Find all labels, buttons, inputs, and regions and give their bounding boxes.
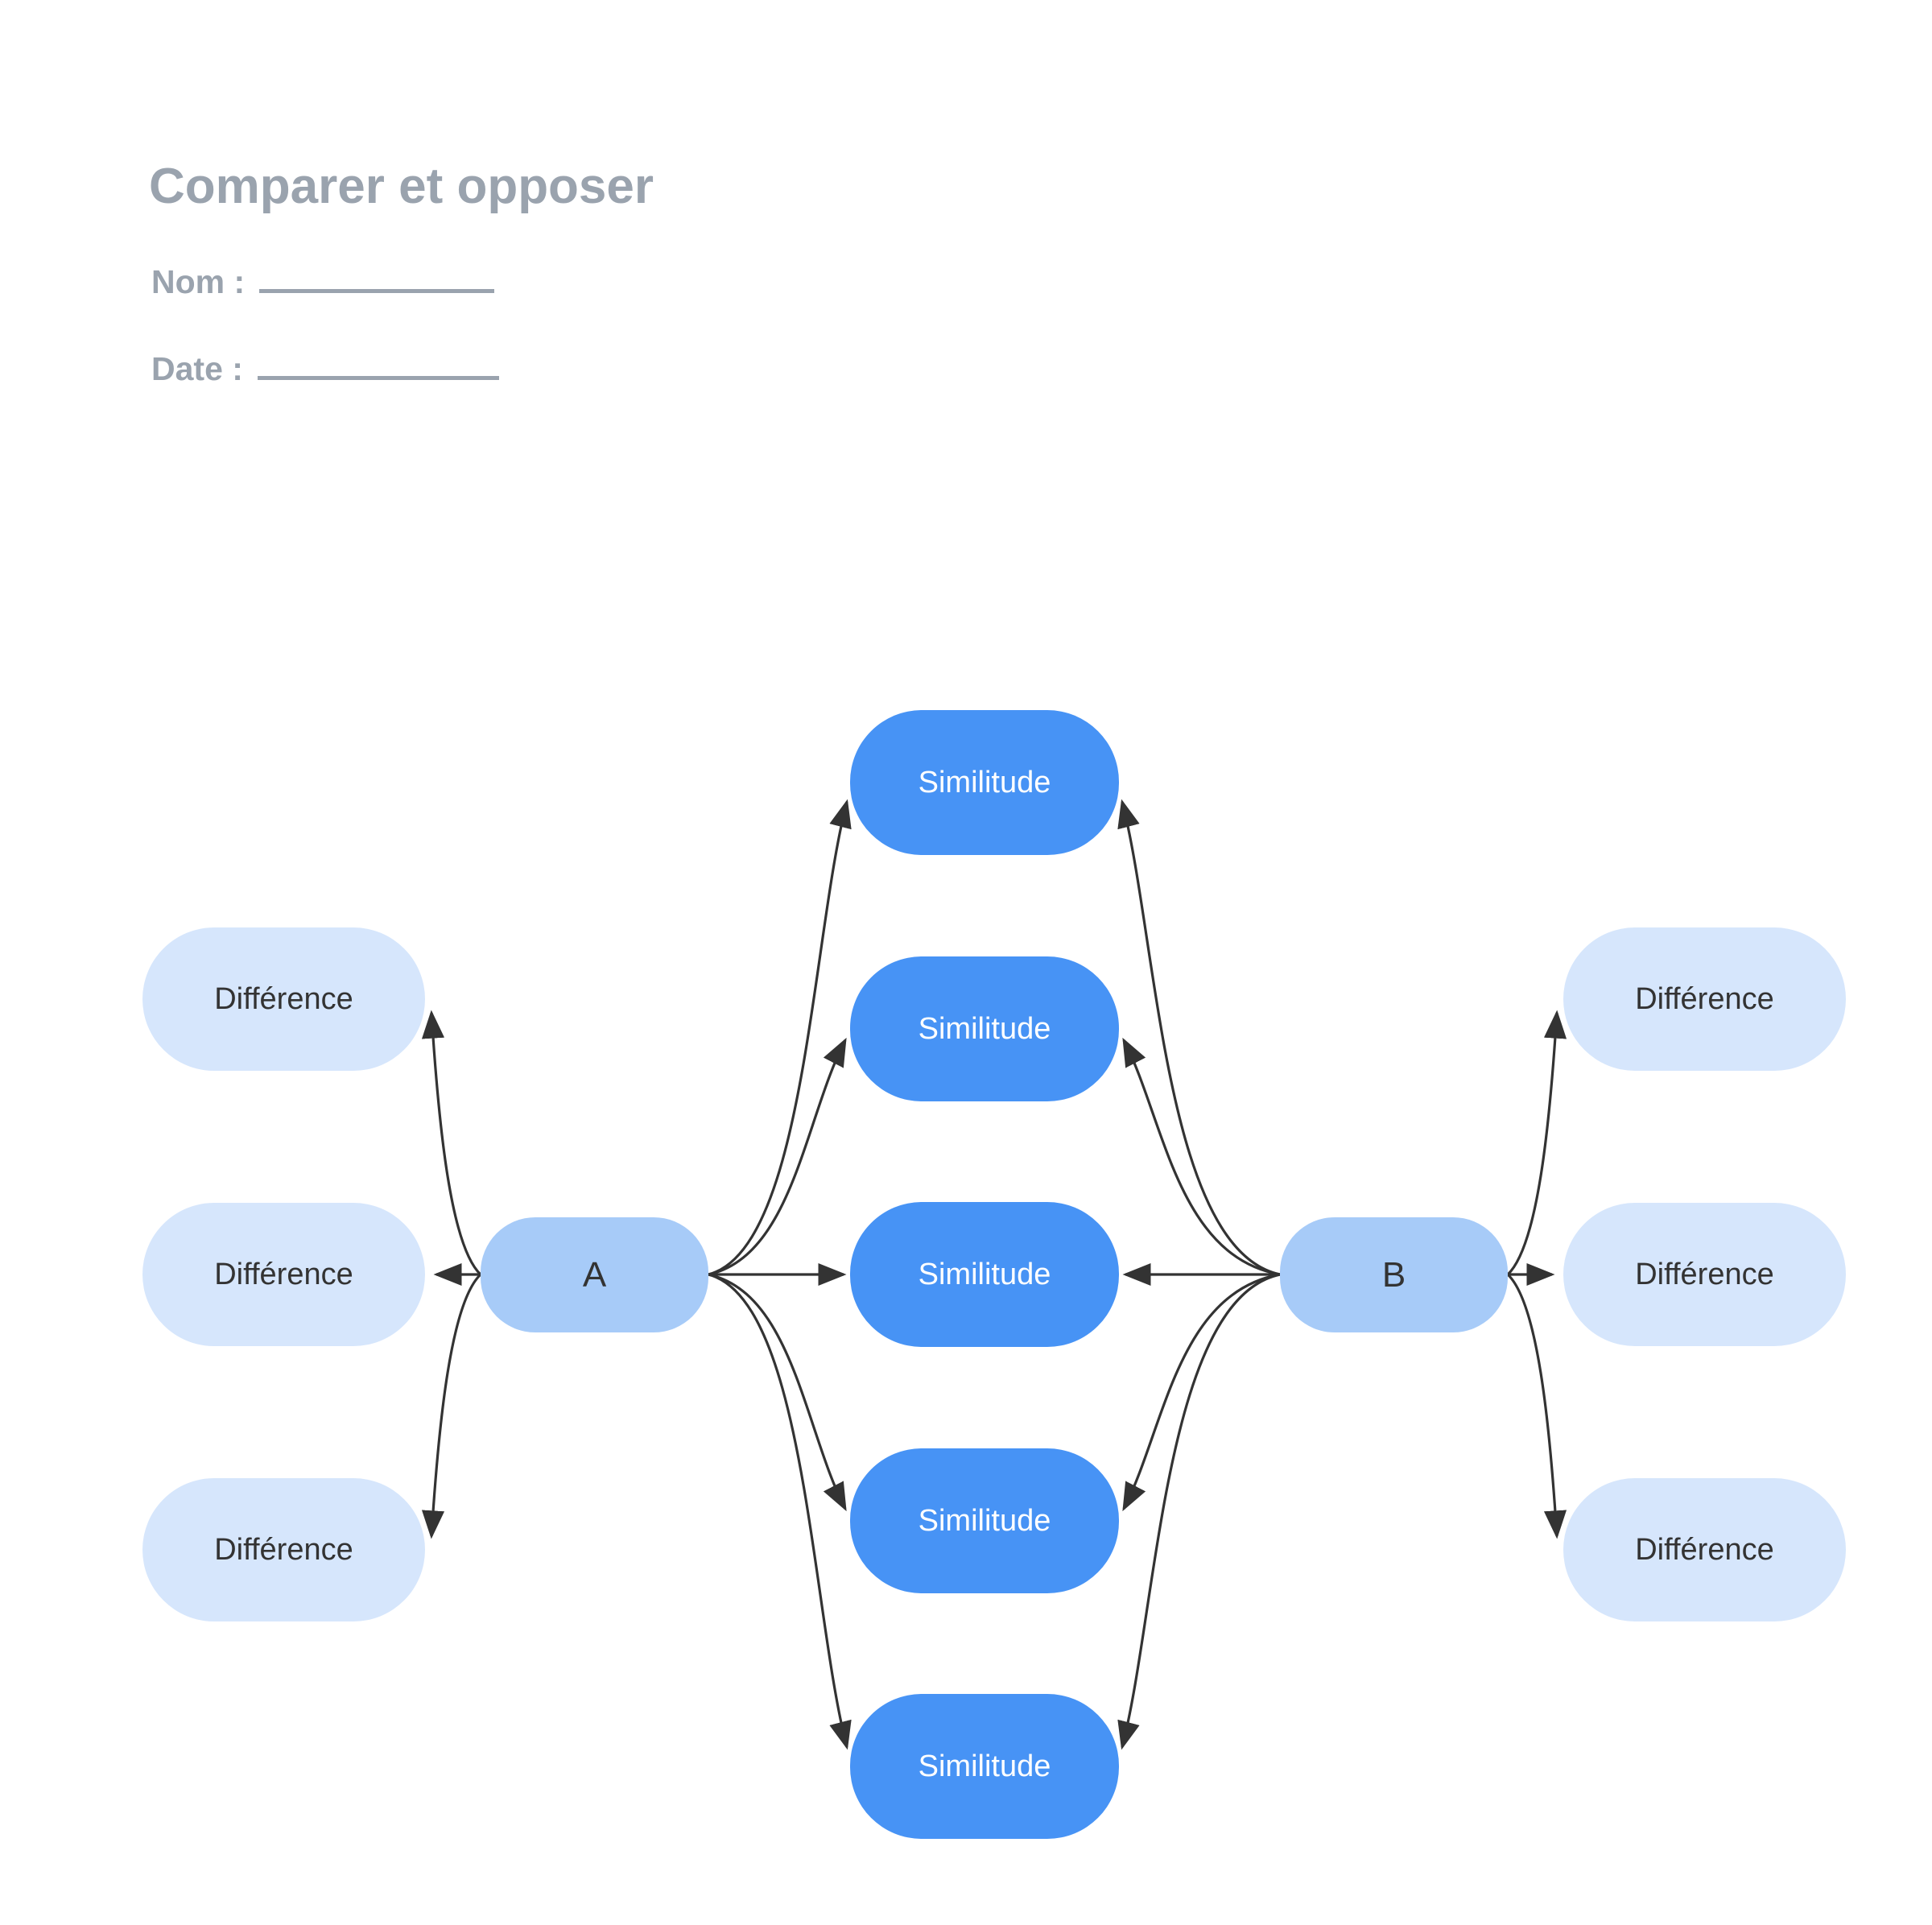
arrow-b-to-similitude-4	[1122, 1273, 1281, 1512]
date-field-row: Date :	[151, 345, 499, 388]
arrow-a-to-difference-left-3	[421, 1273, 482, 1539]
similitude-label: Similitude	[918, 1749, 1051, 1783]
arrow-a-to-difference-left-1	[421, 1010, 482, 1276]
arrow-a-to-similitude-1	[708, 799, 852, 1276]
difference-node[interactable]: Différence	[1563, 1203, 1846, 1346]
difference-label: Différence	[1635, 1532, 1774, 1567]
hub-a-node[interactable]: A	[481, 1217, 708, 1332]
difference-label: Différence	[214, 1257, 353, 1291]
name-input-line[interactable]	[259, 258, 495, 293]
similitude-label: Similitude	[918, 1503, 1051, 1538]
hub-b-node[interactable]: B	[1280, 1217, 1508, 1332]
arrow-b-to-difference-right-3	[1506, 1273, 1567, 1539]
arrow-a-to-similitude-2	[708, 1037, 847, 1276]
similitude-node[interactable]: Similitude	[850, 1202, 1119, 1347]
similitude-label: Similitude	[918, 1257, 1051, 1291]
difference-label: Différence	[214, 1532, 353, 1567]
name-field-row: Nom :	[151, 258, 495, 301]
difference-node[interactable]: Différence	[142, 1203, 425, 1346]
arrow-a-to-similitude-5	[708, 1273, 852, 1750]
similitude-node[interactable]: Similitude	[850, 1694, 1119, 1839]
similitude-node[interactable]: Similitude	[850, 956, 1119, 1101]
arrow-b-to-similitude-1	[1117, 799, 1281, 1276]
arrow-b-to-difference-right-1	[1506, 1010, 1567, 1276]
date-label: Date :	[151, 350, 243, 387]
date-input-line[interactable]	[257, 345, 499, 380]
difference-node[interactable]: Différence	[142, 1478, 425, 1621]
similitude-node[interactable]: Similitude	[850, 1448, 1119, 1593]
similitude-label: Similitude	[918, 765, 1051, 799]
hub-a-label: A	[582, 1254, 607, 1295]
difference-node[interactable]: Différence	[1563, 927, 1846, 1071]
similitude-label: Similitude	[918, 1011, 1051, 1046]
name-label: Nom :	[151, 263, 246, 300]
page-title: Comparer et opposer	[149, 159, 654, 214]
arrow-b-to-similitude-5	[1117, 1273, 1281, 1750]
arrow-b-to-similitude-2	[1122, 1037, 1281, 1276]
similitude-node[interactable]: Similitude	[850, 710, 1119, 855]
difference-label: Différence	[214, 981, 353, 1016]
difference-label: Différence	[1635, 1257, 1774, 1291]
hub-b-label: B	[1381, 1254, 1406, 1295]
difference-label: Différence	[1635, 981, 1774, 1016]
difference-node[interactable]: Différence	[142, 927, 425, 1071]
difference-node[interactable]: Différence	[1563, 1478, 1846, 1621]
arrow-a-to-similitude-4	[708, 1273, 847, 1512]
